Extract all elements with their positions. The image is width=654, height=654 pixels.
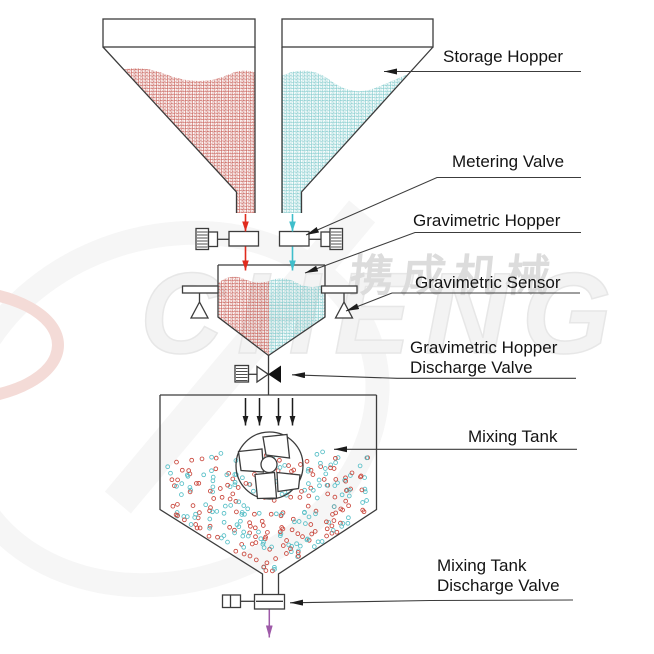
label-line-1: Gravimetric Hopper [410, 338, 558, 357]
label-gravimetric-hopper-discharge-valve: Gravimetric Hopper Discharge Valve [410, 338, 557, 378]
storage-hopper-left [102, 18, 256, 213]
metering-valve-right [278, 227, 344, 251]
mixer-shaft [260, 455, 278, 474]
label-gravimetric-hopper: Gravimetric Hopper [413, 211, 561, 230]
gravimetric-hopper-discharge-valve [234, 355, 281, 395]
label-line-2: Discharge Valve [437, 576, 560, 595]
gravimetric-hopper [217, 264, 326, 357]
label-gravimetric-sensor: Gravimetric Sensor [415, 273, 561, 292]
label-mixing-tank: Mixing Tank [468, 427, 558, 446]
gravimetric-sensor-left [181, 285, 219, 319]
mixer-wheel [235, 431, 304, 500]
label-line-2: Discharge Valve [410, 358, 533, 377]
metering-valve-left [195, 227, 260, 251]
label-line-1: Mixing Tank [437, 556, 527, 575]
mixing-tank-discharge-valve [221, 593, 286, 610]
label-metering-valve: Metering Valve [452, 152, 565, 171]
label-mixing-tank-discharge-valve: Mixing Tank Discharge Valve [437, 556, 560, 596]
flow-arrows [242, 214, 296, 638]
gravimetric-sensor-right [320, 285, 358, 319]
label-storage-hopper: Storage Hopper [443, 47, 564, 66]
material-drop-arrows [242, 398, 296, 426]
